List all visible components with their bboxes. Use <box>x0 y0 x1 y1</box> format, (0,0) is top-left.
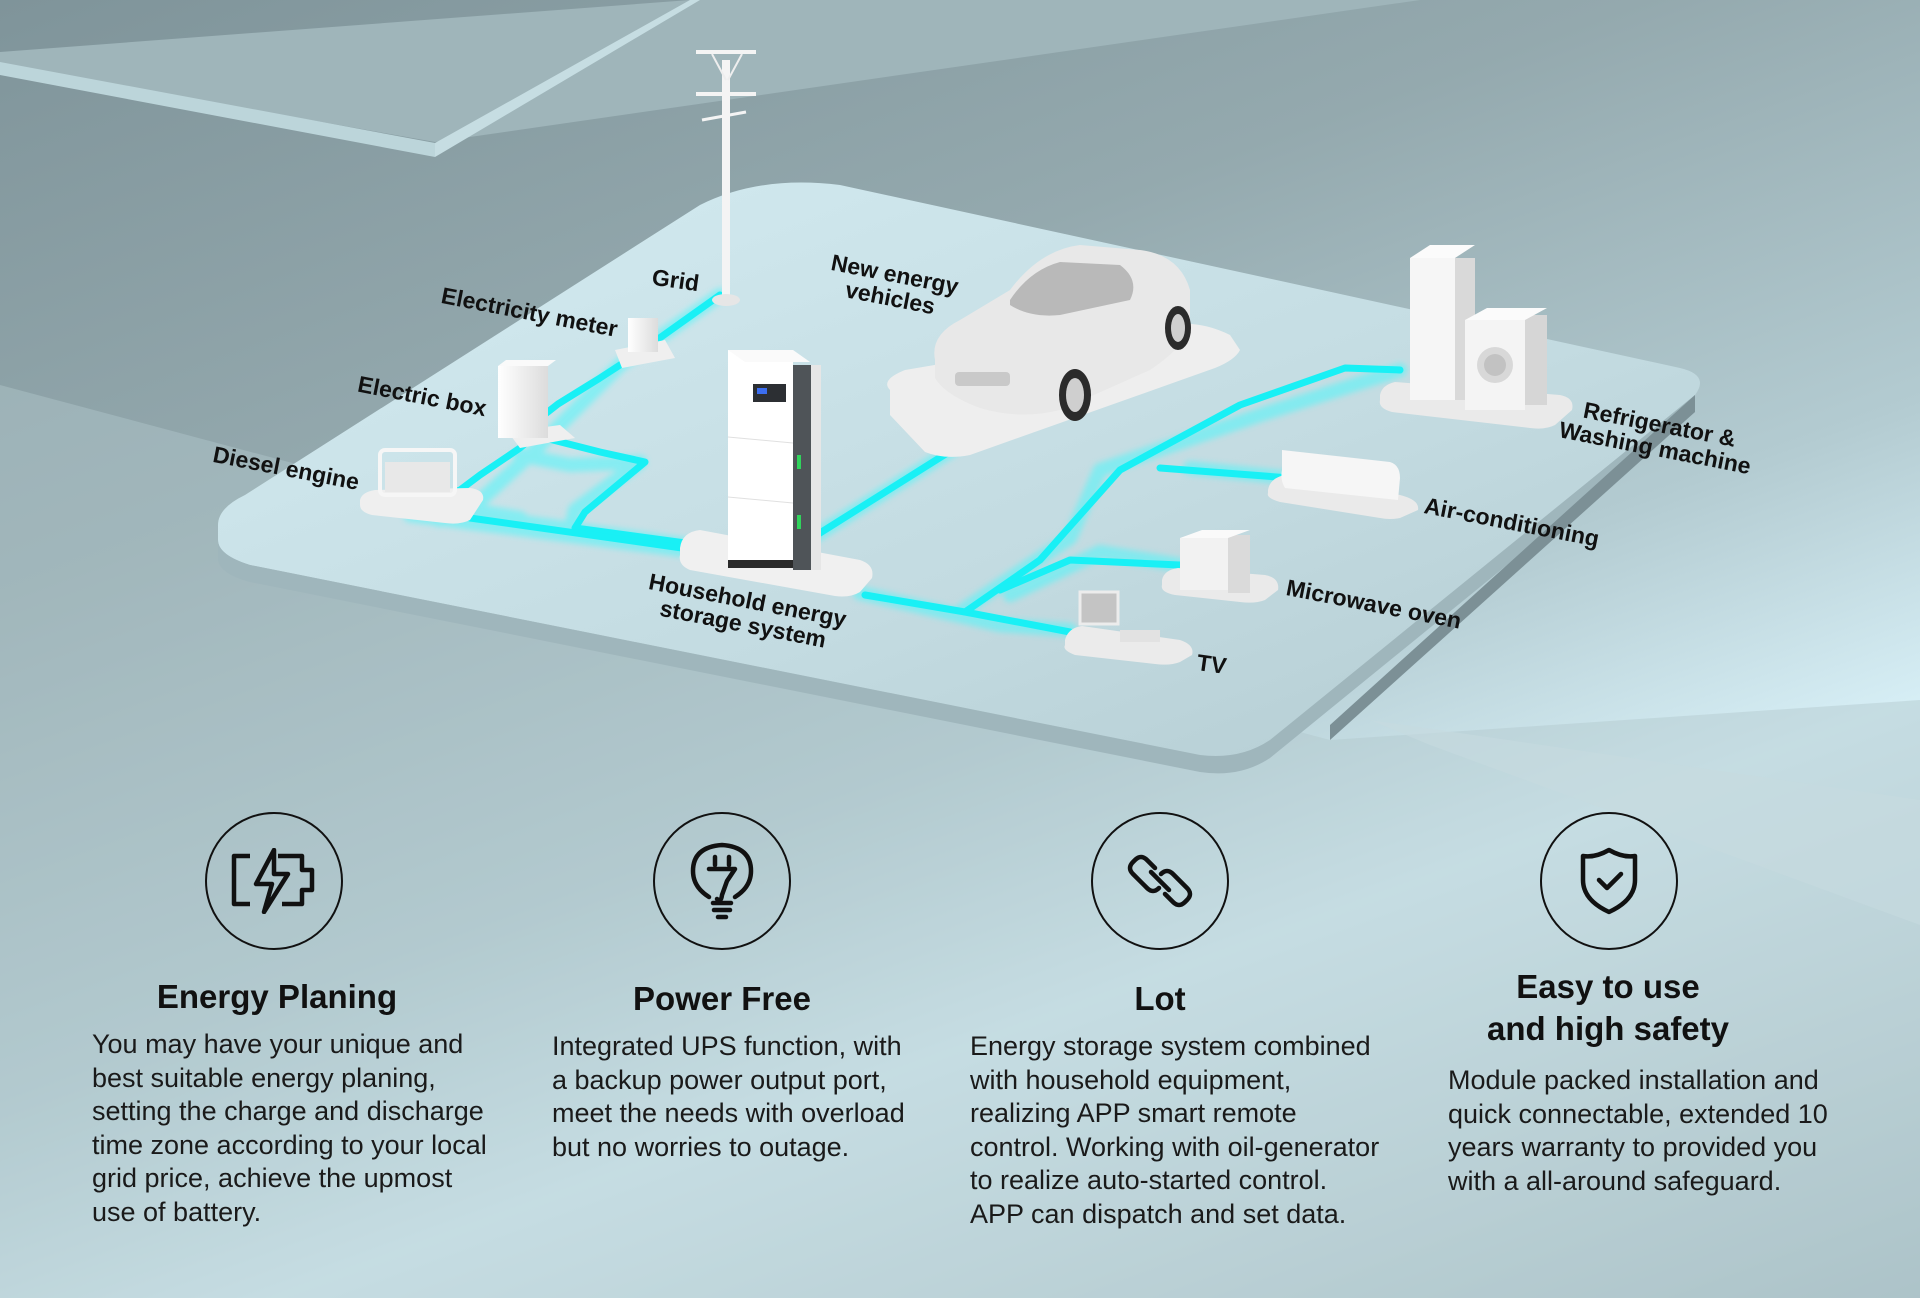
shield-check-icon <box>1580 847 1638 915</box>
feature-description: Module packed installation and quick con… <box>1448 1065 1828 1196</box>
electricity-meter-device <box>615 318 675 368</box>
diesel-engine-device <box>360 448 484 524</box>
grid-pole <box>696 50 756 306</box>
feature-lot: Lot Energy storage system combined with … <box>970 812 1400 1231</box>
label-tv: TV <box>1195 649 1229 679</box>
feature-icon-ring <box>653 812 791 950</box>
link-icon <box>1127 854 1193 908</box>
feature-energy-planing: Energy Planing You may have your unique … <box>92 812 512 1229</box>
feature-title: Energy Planing <box>156 978 398 1015</box>
background-slab-top <box>0 0 1420 157</box>
electric-box-device <box>498 360 575 448</box>
feature-icon-ring <box>1540 812 1678 950</box>
bulb-plug-icon <box>690 842 754 920</box>
feature-easy-safety: Easy to use and high safety Module packe… <box>1448 812 1868 1198</box>
car-device <box>887 245 1240 457</box>
main-platform <box>218 182 1700 774</box>
feature-description: Energy storage system combined with hous… <box>970 1031 1380 1229</box>
household-storage-device <box>679 350 873 597</box>
refrigerator-washer-device <box>1379 245 1573 429</box>
feature-icon-ring <box>1091 812 1229 950</box>
feature-power-free: Power Free Integrated UPS function, with… <box>552 812 952 1164</box>
microwave-device <box>1161 530 1279 603</box>
feature-title: Easy to use and high safety <box>1486 968 1730 1047</box>
battery-bolt-icon <box>231 848 315 914</box>
tv-device <box>1064 590 1193 665</box>
feature-description: Integrated UPS function, with a backup p… <box>552 1031 905 1162</box>
feature-description: You may have your unique and best suitab… <box>92 1029 487 1227</box>
label-grid: Grid <box>650 263 701 297</box>
air-conditioner-device <box>1267 450 1419 519</box>
feature-title: Lot <box>1134 980 1186 1017</box>
feature-icon-ring <box>205 812 343 950</box>
feature-title: Power Free <box>633 980 811 1017</box>
